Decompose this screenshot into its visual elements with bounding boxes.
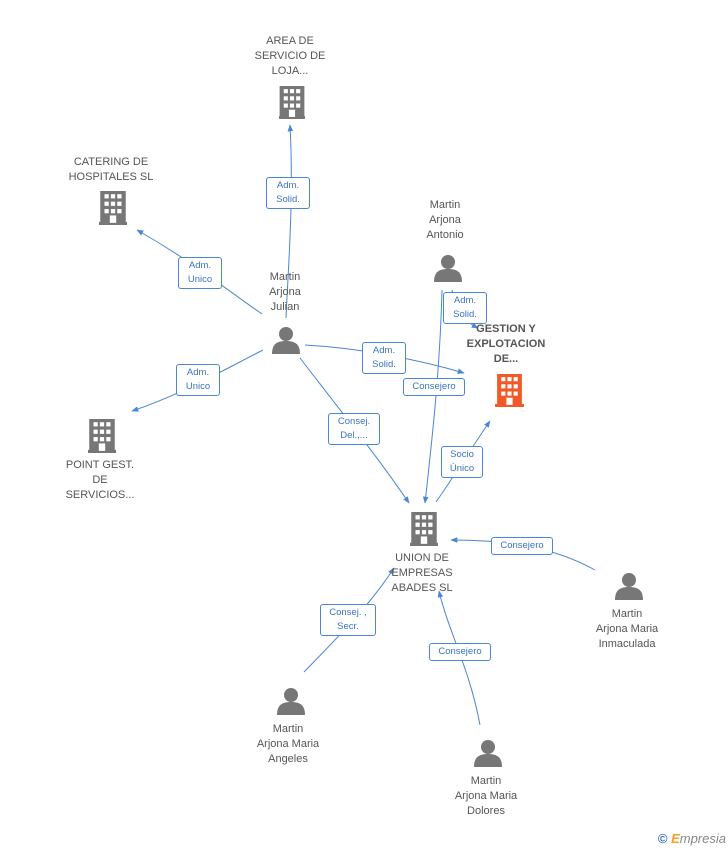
person-label-antonio[interactable]: Martin Arjona Antonio [426,199,464,241]
edge-label-adm-solid[interactable]: Adm. Solid. [443,292,487,324]
edge-label-consejero[interactable]: Consejero [403,378,465,396]
company-label-union[interactable]: UNION DE EMPRESAS ABADES SL [391,552,453,594]
company-label-area[interactable]: AREA DE SERVICIO DE LOJA... [254,35,326,77]
person-icon[interactable] [434,255,462,282]
building-icon-highlight[interactable] [495,374,524,407]
person-icon[interactable] [272,327,300,354]
company-label-gestion[interactable]: GESTION Y EXPLOTACION DE... [466,323,546,365]
person-icon[interactable] [615,573,643,600]
edge-label-consej-del[interactable]: Consej. Del.,... [328,413,380,445]
building-icon[interactable] [87,419,117,453]
edge-label-adm-solid[interactable]: Adm. Solid. [362,342,406,374]
edge-antonio-union [422,289,443,504]
edge-label-consejero[interactable]: Consejero [429,643,491,661]
edge-label-adm-unico[interactable]: Adm. Unico [176,364,220,396]
company-label-catering[interactable]: CATERING DE HOSPITALES SL [68,156,154,183]
brand-e: E [671,831,680,846]
company-label-point[interactable]: POINT GEST. DE SERVICIOS... [65,459,135,501]
edge-label-adm-solid[interactable]: Adm. Solid. [266,177,310,209]
person-label-inmaculada[interactable]: Martin Arjona Maria Inmaculada [595,608,659,650]
copyright-symbol: © [657,831,668,846]
edge-julian-area [285,124,294,319]
person-label-angeles[interactable]: Martin Arjona Maria Angeles [256,723,320,765]
edge-label-consejero[interactable]: Consejero [491,537,553,555]
person-label-dolores[interactable]: Martin Arjona Maria Dolores [454,775,518,817]
building-icon[interactable] [409,512,439,546]
edge-label-consej-secr[interactable]: Consej. , Secr. [320,604,376,636]
edge-label-socio-unico[interactable]: Socio Único [441,446,483,478]
person-label-julian[interactable]: Martin Arjona Julian [269,271,301,313]
brand-rest: mpresia [679,831,726,846]
building-icon[interactable] [278,86,307,119]
building-icon[interactable] [98,191,128,225]
empresia-logo: © Empresia [658,831,726,846]
person-icon[interactable] [277,688,305,715]
person-icon[interactable] [474,740,502,767]
edge-label-adm-unico[interactable]: Adm. Unico [178,257,222,289]
